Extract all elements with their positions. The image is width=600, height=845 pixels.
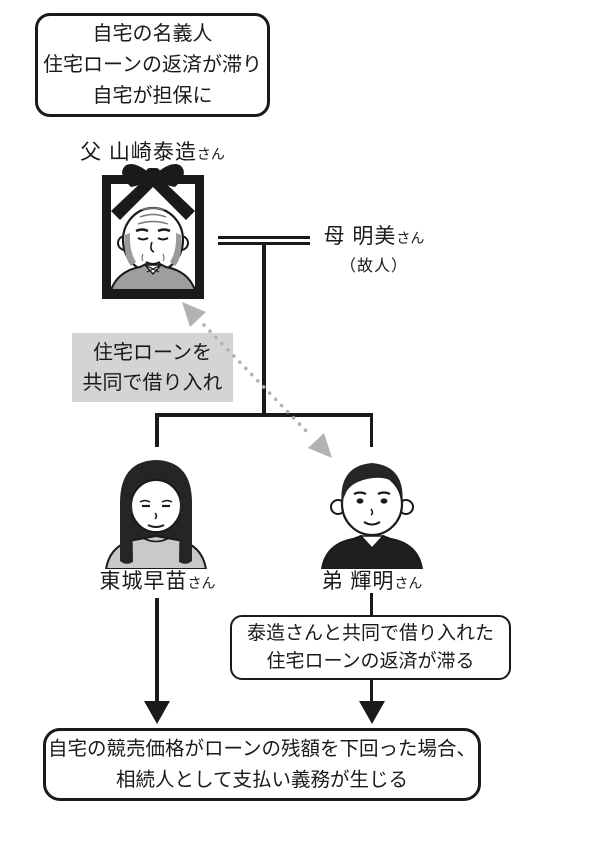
mourning-ribbon-bow xyxy=(153,163,184,187)
note-line: 自宅の競売価格がローンの残額を下回った場合、 xyxy=(47,737,477,760)
father-honorific: さん xyxy=(196,146,225,162)
mourning-ribbon-tail xyxy=(151,175,195,220)
daughter-arrow-shaft xyxy=(155,598,159,704)
son-drop-line xyxy=(369,415,373,447)
daughter-honorific: さん xyxy=(187,575,216,591)
son-arrowhead xyxy=(358,701,385,724)
son-avatar-icon xyxy=(320,463,424,569)
daughter-avatar-icon xyxy=(104,460,208,569)
father-funeral-portrait-icon xyxy=(102,163,204,299)
mother-name-label: 母 明美さん （故人） xyxy=(318,220,430,276)
home-owner-note-box: 自宅の名義人 住宅ローンの返済が滞り 自宅が担保に xyxy=(35,13,270,117)
mother-name: 母 明美 xyxy=(323,225,397,248)
son-name-label: 弟 輝明さん xyxy=(312,565,432,595)
son-name: 弟 輝明 xyxy=(321,570,395,593)
mother-deceased-note: （故人） xyxy=(339,258,408,275)
joint-loan-dotted-arrow xyxy=(182,302,332,458)
note-line: 住宅ローンの返済が滞り xyxy=(43,53,262,76)
mother-honorific: さん xyxy=(396,230,425,246)
daughter-arrowhead xyxy=(144,701,170,724)
father-name-label: 父 山崎泰造さん xyxy=(60,136,245,166)
inheritance-result-box: 自宅の競売価格がローンの残額を下回った場合、 相続人として支払い義務が生じる xyxy=(43,728,481,801)
note-line: 自宅が担保に xyxy=(92,84,213,107)
mourning-ribbon-tail xyxy=(111,175,155,220)
daughter-drop-line xyxy=(155,415,159,447)
note-line: 相続人として支払い義務が生じる xyxy=(116,768,408,791)
father-name: 父 山崎泰造 xyxy=(80,141,197,164)
daughter-name-label: 東城早苗さん xyxy=(95,565,220,595)
son-honorific: さん xyxy=(394,575,423,591)
son-loan-note-box: 泰造さんと共同で借り入れた 住宅ローンの返済が滞る xyxy=(230,615,511,680)
mourning-ribbon-bow xyxy=(122,163,153,187)
note-line: 住宅ローンの返済が滞る xyxy=(266,650,475,672)
note-line: 自宅の名義人 xyxy=(92,22,213,45)
son-arrow-shaft-upper xyxy=(369,593,373,617)
daughter-name: 東城早苗 xyxy=(99,570,188,593)
arrowhead-to-father xyxy=(182,302,206,327)
sibling-line xyxy=(155,413,373,417)
descent-line xyxy=(262,243,266,416)
note-line: 住宅ローンを xyxy=(93,341,212,364)
note-line: 共同で借り入れ xyxy=(82,371,223,394)
note-line: 泰造さんと共同で借り入れた xyxy=(246,622,494,644)
son-arrow-shaft-lower xyxy=(369,678,373,704)
joint-loan-note-box: 住宅ローンを 共同で借り入れ xyxy=(72,333,233,402)
arrowhead-to-son xyxy=(308,433,332,458)
